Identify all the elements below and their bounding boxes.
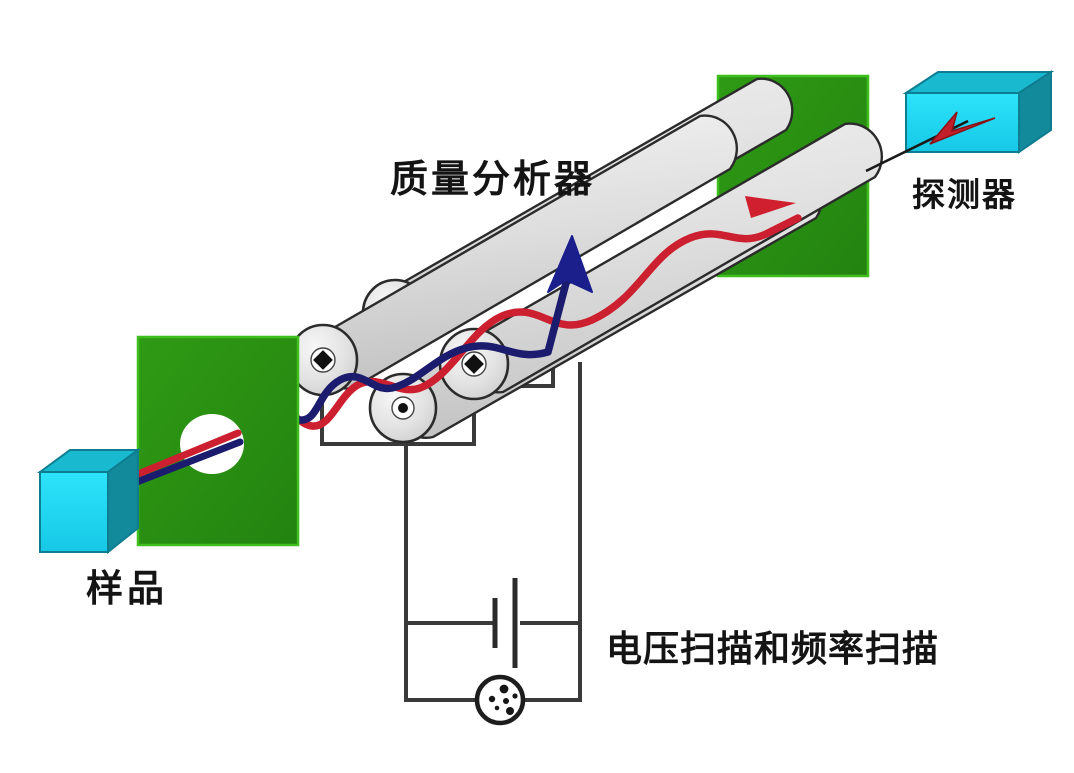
transmitted-beam-exit — [745, 196, 796, 218]
detector-arrowhead — [929, 111, 996, 145]
label-mass-analyzer: 质量分析器 — [390, 157, 596, 201]
signal-generator-symbol — [474, 674, 526, 726]
red-ion-path — [201, 214, 802, 436]
sample-cube — [36, 448, 142, 555]
entrance-aperture-plate — [120, 335, 300, 547]
label-detector: 探测器 — [912, 175, 1017, 214]
sample-cube-front — [39, 471, 109, 553]
blue-ejection-arrowhead — [547, 235, 593, 293]
detector-box — [865, 70, 1055, 173]
battery-symbol — [492, 578, 518, 668]
exit-red-arrowhead — [745, 196, 796, 218]
label-voltage-frequency-scan: 电压扫描和频率扫描 — [606, 629, 940, 670]
label-sample: 样品 — [86, 567, 168, 610]
entrance-beam — [120, 429, 244, 491]
